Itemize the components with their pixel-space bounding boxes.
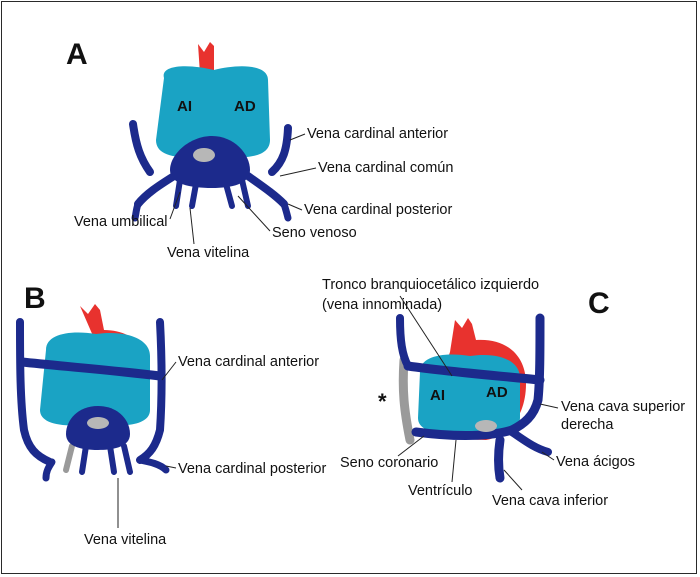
panel-b-atria bbox=[40, 332, 150, 426]
panel-c-left-cardinal-remnant bbox=[398, 355, 415, 445]
panel-b-veins bbox=[16, 318, 170, 482]
panel-a-leader-lines bbox=[169, 133, 317, 245]
panel-c-sinus-lumen bbox=[475, 420, 497, 432]
panel-c-label-vena-cava-inferior: Vena cava inferior bbox=[492, 493, 608, 509]
panel-c-label-vena-cava-superior-line2: derecha bbox=[561, 417, 614, 433]
panel-a-label-ad: AD bbox=[234, 98, 256, 115]
panel-a-sinus-lumen bbox=[193, 148, 215, 162]
panel-c-label-tronco-line1: Tronco branquiocetálico izquierdo bbox=[322, 277, 539, 293]
panel-c-asterisk-marker: * bbox=[378, 389, 387, 414]
panel-c-label-vena-acigos: Vena ácigos bbox=[556, 454, 635, 470]
panel-b-leader-lines bbox=[117, 361, 177, 528]
panel-b-letter: B bbox=[24, 282, 46, 315]
panel-a-atria bbox=[156, 66, 270, 158]
panel-b-label-vena-cardinal-anterior: Vena cardinal anterior bbox=[178, 354, 319, 370]
panel-c-label-vena-cava-superior-line1: Vena cava superior bbox=[561, 399, 685, 415]
panel-a-sinus-venosus bbox=[170, 136, 250, 188]
panel-c-label-tronco-line2: (vena innominada) bbox=[322, 297, 442, 313]
panel-a-label-vena-vitelina: Vena vitelina bbox=[167, 245, 250, 261]
panel-c-leader-lines bbox=[397, 295, 559, 491]
panel-a-label-vena-cardinal-posterior: Vena cardinal posterior bbox=[304, 202, 452, 218]
panel-c-veins bbox=[396, 313, 552, 483]
panel-c-label-seno-coronario: Seno coronario bbox=[340, 455, 438, 471]
panel-a-label-vena-cardinal-comun: Vena cardinal común bbox=[318, 160, 453, 176]
panel-b-label-vena-cardinal-posterior: Vena cardinal posterior bbox=[178, 461, 326, 477]
panel-a-veins bbox=[129, 120, 292, 222]
panel-a-label-vena-umbilical: Vena umbilical bbox=[74, 214, 168, 230]
panel-c-label-ad: AD bbox=[486, 384, 508, 401]
panel-c-label-ai: AI bbox=[430, 387, 445, 404]
panel-a-outflow-tract bbox=[198, 42, 214, 74]
panel-a-letter: A bbox=[66, 38, 88, 71]
panel-a: A AI AD bbox=[66, 38, 453, 261]
panel-a-label-seno-venoso: Seno venoso bbox=[272, 225, 357, 241]
panel-c-label-ventriculo: Ventrículo bbox=[408, 483, 473, 499]
panel-b-label-vena-vitelina: Vena vitelina bbox=[84, 532, 167, 548]
panel-b: B Ve bbox=[16, 282, 326, 548]
panel-c-letter: C bbox=[588, 287, 610, 320]
panel-a-label-ai: AI bbox=[177, 98, 192, 115]
panel-b-sinus-lumen bbox=[87, 417, 109, 429]
panel-c: C AI AD bbox=[322, 277, 685, 509]
panel-a-label-vena-cardinal-anterior: Vena cardinal anterior bbox=[307, 126, 448, 142]
